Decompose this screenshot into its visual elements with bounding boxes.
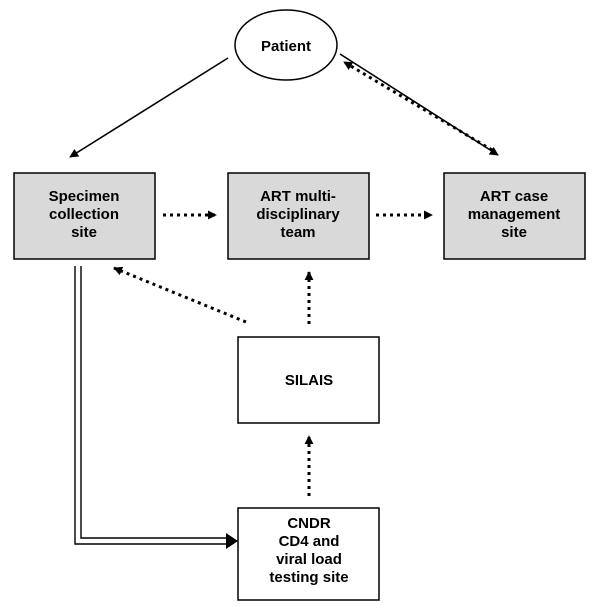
cndr-box [237, 507, 380, 601]
art-team-label-line: ART multi- [260, 188, 336, 205]
art-case-management-box [443, 172, 586, 260]
art-team-label-line: team [280, 224, 315, 241]
specimen-collection-site-box [13, 172, 156, 260]
patient-label: Patient [261, 38, 311, 55]
patient-to-artcase-arrow [339, 53, 499, 156]
art-team-label-line: disciplinary [256, 206, 340, 223]
cndr-label-line: testing site [269, 569, 348, 586]
cndr-label-line: viral load [276, 551, 342, 568]
cndr-label-line: CNDR [287, 515, 330, 532]
silais-label-line: SILAIS [285, 372, 333, 389]
specimen-collection-site-label-line: Specimen [49, 188, 120, 205]
patient-node [234, 9, 338, 81]
patient-to-specimen-arrow [69, 57, 229, 158]
patient-label-line: Patient [261, 38, 311, 55]
silais-to-specimen-dotted-arrow [113, 266, 247, 324]
specimen-to-cndr-double-arrow [74, 266, 238, 549]
silais-label: SILAIS [285, 372, 333, 389]
art-team-box [227, 172, 370, 260]
artcase-to-patient-dotted-arrow [343, 60, 493, 152]
silais-box [237, 336, 380, 424]
specimen-collection-site-label-line: collection [49, 206, 119, 223]
art-case-management-label-line: ART case [480, 188, 548, 205]
art-case-management-label-line: site [501, 224, 527, 241]
specimen-collection-site-label-line: site [71, 224, 97, 241]
art-case-management-label-line: management [468, 206, 561, 223]
cndr-label-line: CD4 and [279, 533, 340, 550]
